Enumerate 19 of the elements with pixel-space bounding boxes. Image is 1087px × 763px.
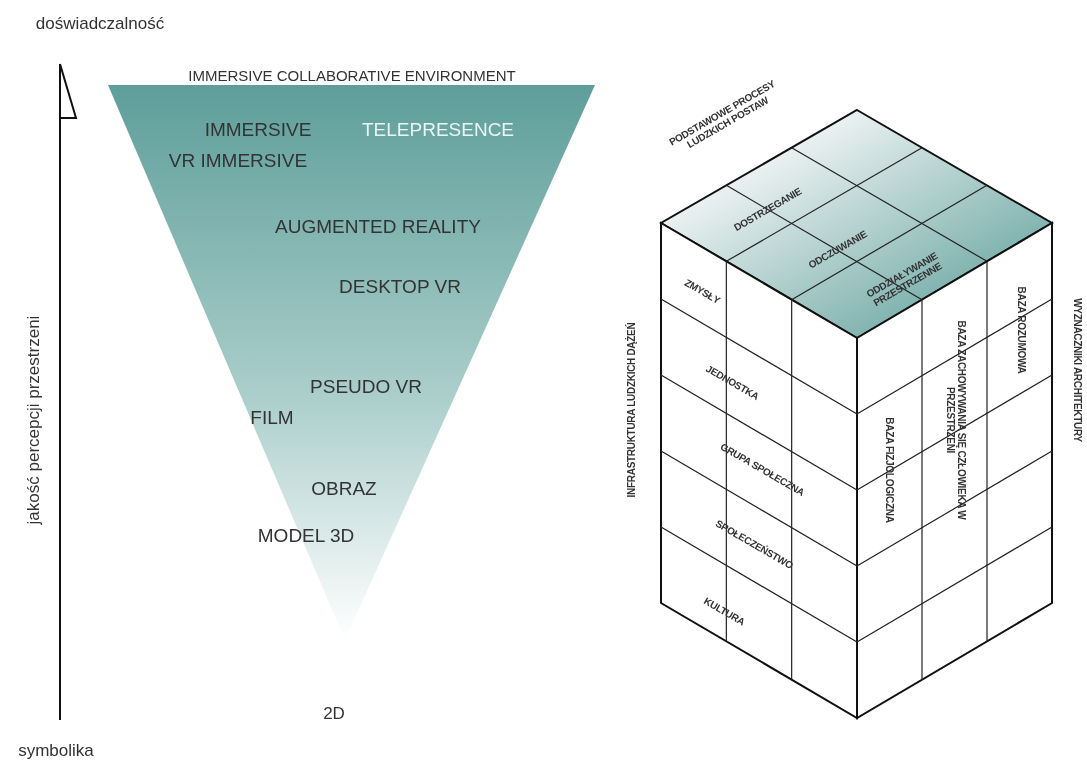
- level-label: VR IMMERSIVE: [168, 151, 308, 171]
- level-label: TELEPRESENCE: [362, 120, 514, 140]
- cell-label: BAZA FIZJOLOGICZNA: [883, 417, 895, 523]
- cell-label: BAZA ZACHOWYWANIA SIĘ CZŁOWIEKA W PRZESTRZENI: [944, 319, 966, 522]
- level-label: IMMERSIVE COLLABORATIVE ENVIRONMENT: [188, 68, 516, 84]
- level-label: PSEUDO VR: [310, 377, 422, 397]
- level-label: AUGMENTED REALITY: [275, 217, 481, 237]
- level-label: IMMERSIVE: [204, 120, 312, 140]
- axis-label: jakość percepcji przestrzeni: [25, 315, 43, 525]
- cell-label: BAZA ROZUMOWA: [1015, 286, 1027, 374]
- level-label: FILM: [250, 408, 294, 428]
- face-label: WYZNACZNIKI ARCHITEKTURY: [1071, 298, 1083, 442]
- level-label: MODEL 3D: [257, 526, 355, 546]
- face-label: INFRASTRUKTURA LUDZKICH DĄŻEŃ: [626, 322, 638, 498]
- level-label: OBRAZ: [311, 479, 377, 499]
- level-label: DESKTOP VR: [339, 277, 461, 297]
- axis-label: doświadczalność: [35, 15, 165, 33]
- axis-label: symbolika: [18, 742, 94, 760]
- level-label: 2D: [323, 705, 345, 723]
